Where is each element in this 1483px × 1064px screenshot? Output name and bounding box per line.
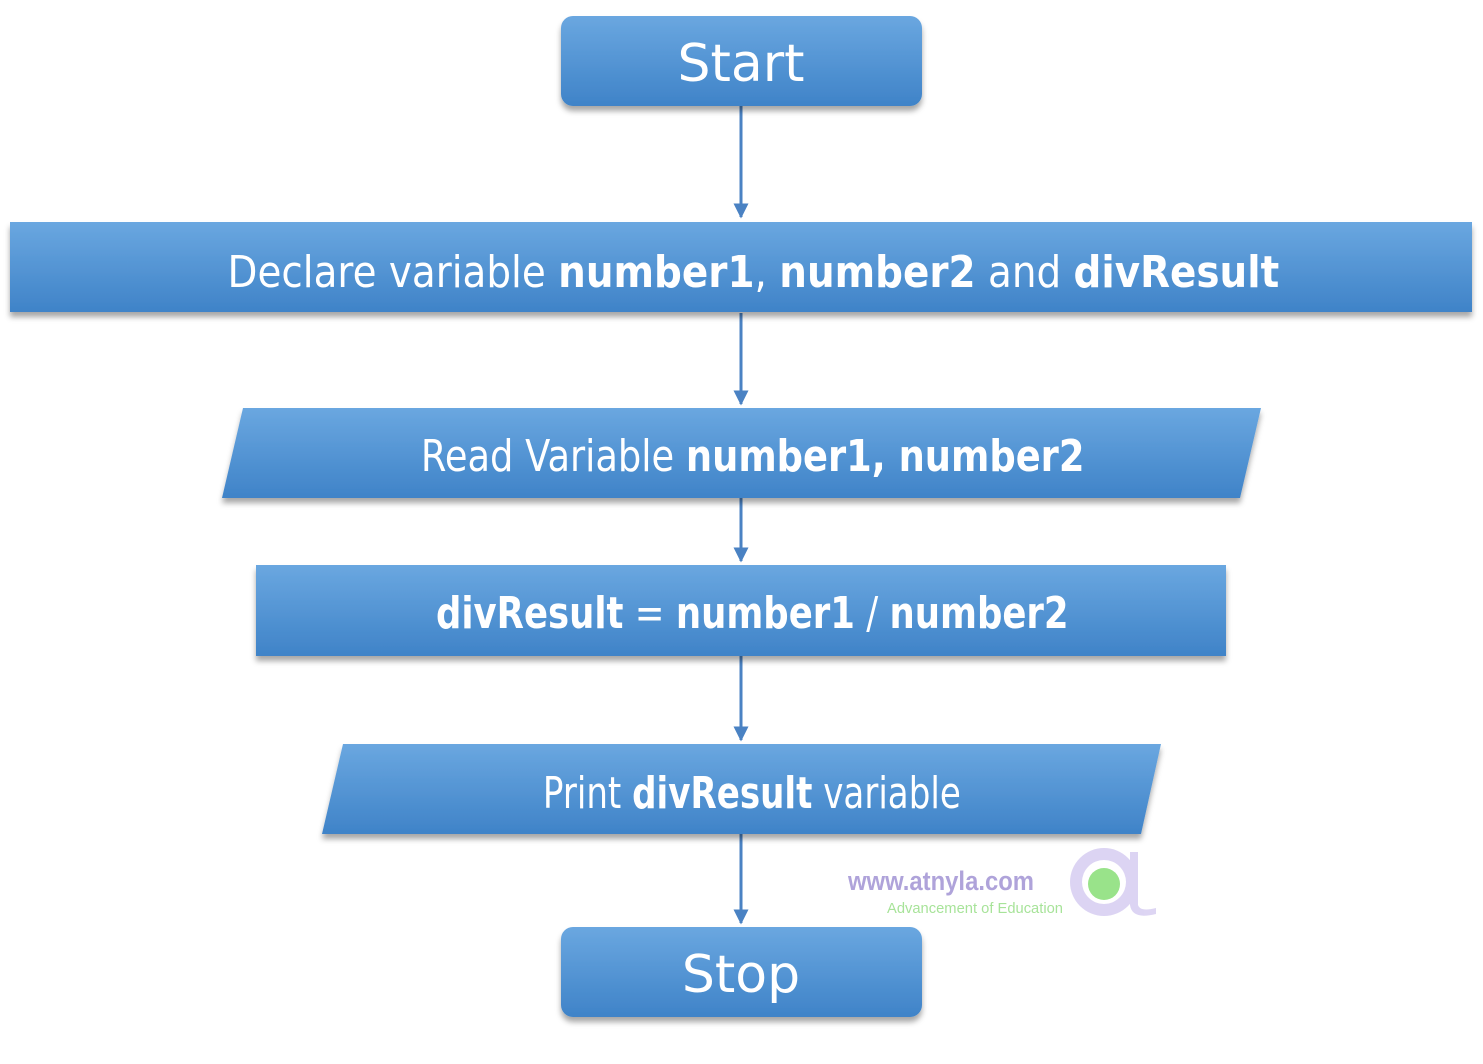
declare-var3: divResult — [1074, 247, 1280, 298]
atnyla-logo-icon — [1070, 848, 1156, 916]
print-node: Print divResult variable — [322, 744, 1161, 834]
declare-prefix: Declare variable — [228, 247, 559, 298]
declare-var1: number1 — [558, 247, 754, 298]
compute-op1: = — [624, 588, 676, 639]
declare-label: Declare variable number1, number2 and di… — [141, 247, 1341, 298]
watermark-tagline: Advancement of Education — [887, 900, 1063, 917]
compute-label: divResult = number1 / number2 — [357, 588, 1125, 639]
declare-shape — [10, 222, 1472, 312]
print-prefix: Print — [543, 768, 632, 819]
print-var: divResult — [632, 768, 812, 819]
start-label: Start — [677, 34, 804, 94]
declare-conj: and — [976, 247, 1074, 298]
start-node: Start — [561, 16, 922, 106]
print-shape — [322, 744, 1161, 834]
compute-shape — [256, 565, 1226, 656]
compute-node: divResult = number1 / number2 — [256, 565, 1226, 656]
stop-node: Stop — [561, 927, 922, 1017]
read-label: Read Variable number1, number2 — [339, 431, 1143, 482]
compute-operand1: number1 — [676, 588, 855, 639]
compute-operand2: number2 — [889, 588, 1068, 639]
read-shape — [222, 408, 1261, 498]
declare-sep1: , — [755, 247, 780, 298]
read-node: Read Variable number1, number2 — [222, 408, 1261, 498]
watermark-site: www.atnyla.com — [847, 866, 1034, 896]
compute-op2: / — [855, 588, 890, 639]
read-prefix: Read Variable — [421, 431, 686, 482]
watermark: www.atnyla.com Advancement of Education — [847, 848, 1156, 917]
start-shape — [561, 16, 922, 106]
print-label: Print divResult variable — [467, 768, 1015, 819]
declare-node: Declare variable number1, number2 and di… — [10, 222, 1472, 312]
stop-shape — [561, 927, 922, 1017]
compute-lhs: divResult — [436, 588, 624, 639]
declare-var2: number2 — [779, 247, 975, 298]
read-vars: number1, number2 — [686, 431, 1085, 482]
print-suffix: variable — [812, 768, 960, 819]
stop-label: Stop — [682, 945, 800, 1005]
